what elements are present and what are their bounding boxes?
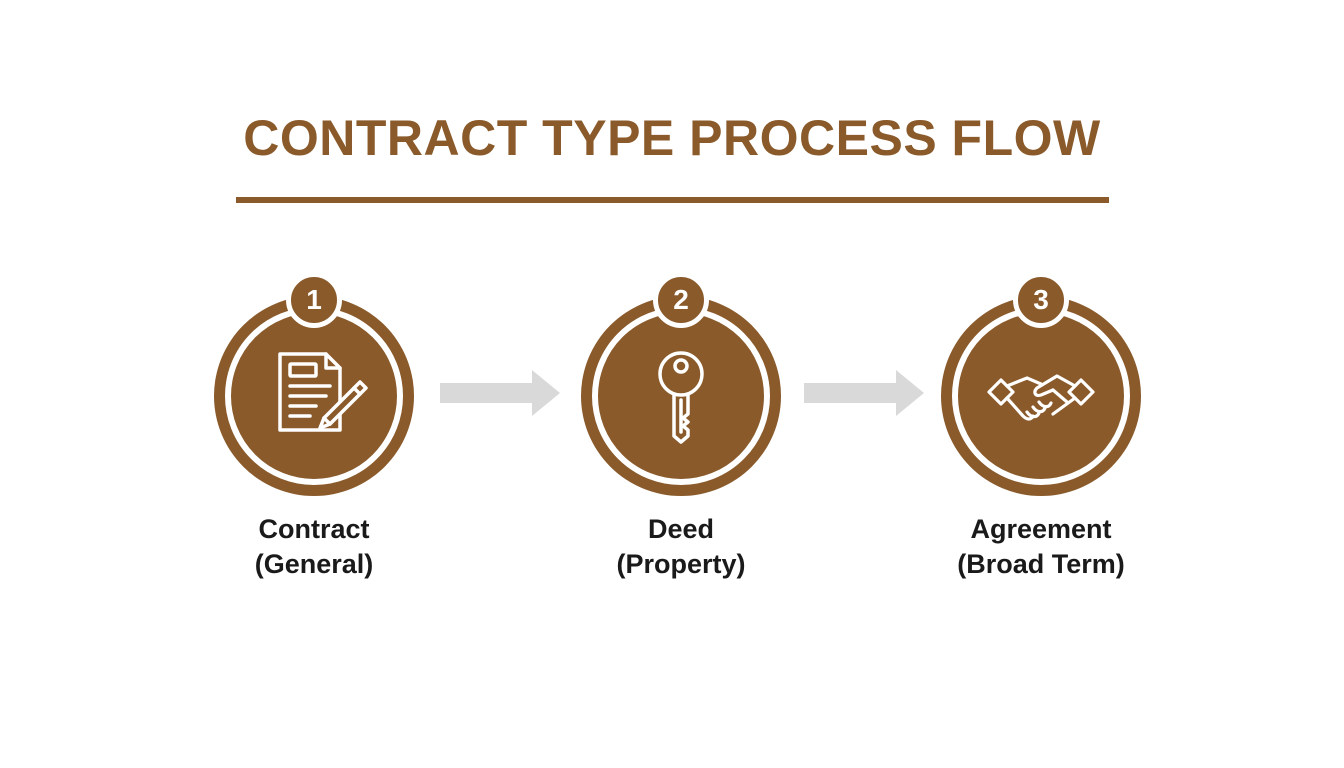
step-circle xyxy=(214,296,414,496)
document-pen-icon xyxy=(278,352,368,432)
flow-arrow xyxy=(804,368,924,418)
step-label: Agreement (Broad Term) xyxy=(921,512,1161,582)
step-label-line2: (General) xyxy=(254,549,374,579)
handshake-icon xyxy=(987,374,1095,421)
step-label-line1: Agreement xyxy=(970,514,1112,544)
step-label: Deed (Property) xyxy=(561,512,801,582)
step-label-line1: Contract xyxy=(258,514,370,544)
step-deed: 2 Deed (Property) xyxy=(561,272,801,612)
step-circle xyxy=(581,296,781,496)
step-label-line1: Deed xyxy=(647,514,715,544)
key-icon xyxy=(658,351,704,444)
step-agreement: 3 Agreement (Broad xyxy=(921,272,1161,612)
flow-arrow xyxy=(440,368,560,418)
title-divider xyxy=(236,197,1109,203)
step-label: Contract (General) xyxy=(194,512,434,582)
step-contract: 1 Contract (General) xyxy=(194,272,434,612)
step-number-badge: 1 xyxy=(286,272,342,328)
step-label-line2: (Broad Term) xyxy=(957,549,1125,579)
step-number-badge: 2 xyxy=(653,272,709,328)
step-label-line2: (Property) xyxy=(616,549,746,579)
diagram-title: CONTRACT TYPE PROCESS FLOW xyxy=(243,110,1101,166)
step-number-badge: 3 xyxy=(1013,272,1069,328)
